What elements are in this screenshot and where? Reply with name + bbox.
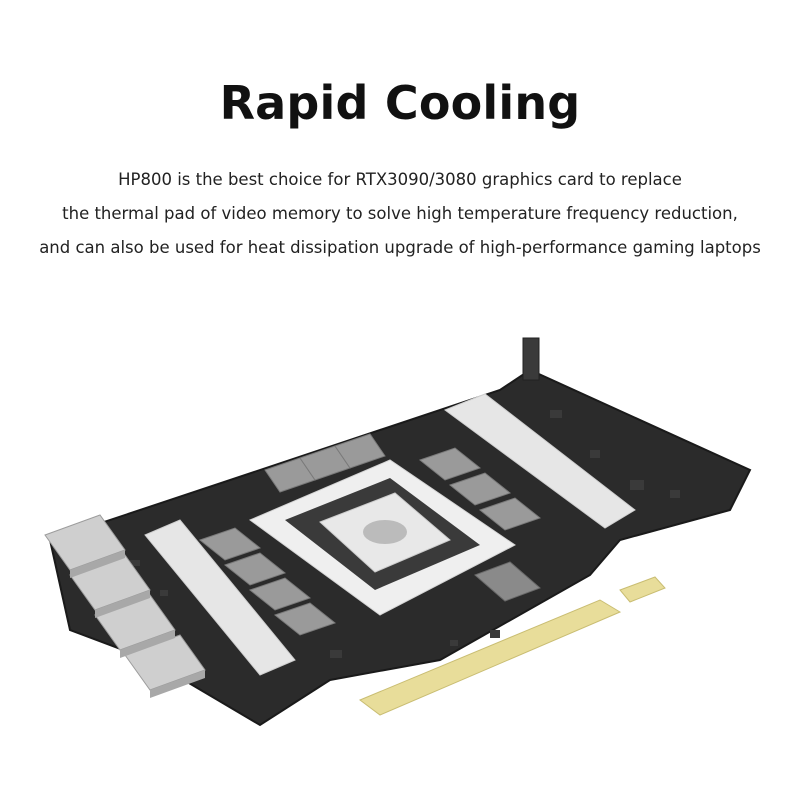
headline: Rapid Cooling (219, 76, 581, 130)
power-connector (522, 337, 540, 381)
top-memory-chips (264, 433, 542, 531)
graphics-card-image (44, 337, 752, 727)
display-ports-shading (70, 550, 205, 698)
gpu-logo-blur (363, 520, 407, 544)
pcie-gold-fingers-small (619, 576, 666, 603)
description-line-1: HP800 is the best choice for RTX3090/308… (118, 170, 682, 189)
left-memory-chips (198, 527, 337, 636)
pcie-gold-fingers (359, 599, 622, 716)
left-thermal-pad (144, 519, 296, 676)
description-line-3: and can also be used for heat dissipatio… (39, 238, 761, 257)
pcb-components (130, 410, 680, 658)
description-line-2: the thermal pad of video memory to solve… (62, 204, 738, 223)
small-chip (474, 561, 541, 602)
top-thermal-pad (443, 393, 636, 529)
